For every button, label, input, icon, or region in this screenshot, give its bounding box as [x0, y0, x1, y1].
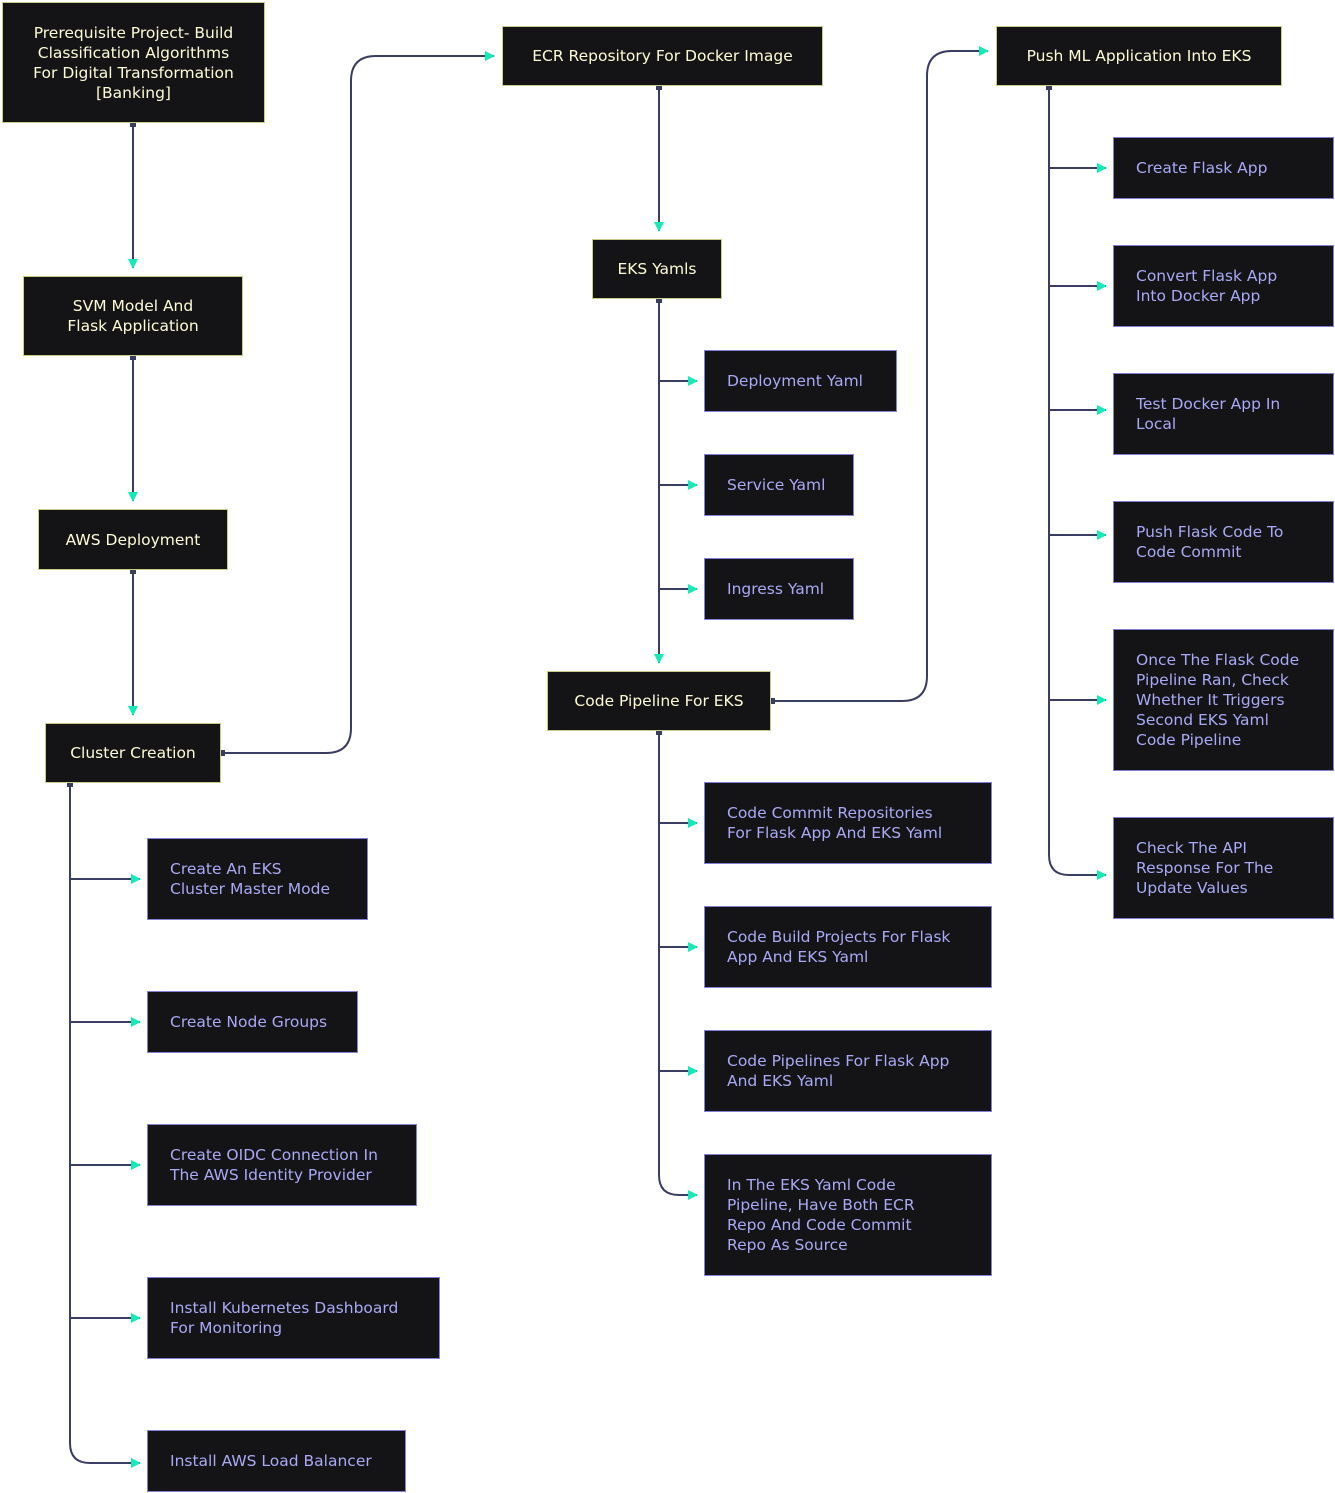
- node-create-flask-app[interactable]: Create Flask App: [1113, 137, 1334, 199]
- node-prerequisite-project[interactable]: Prerequisite Project- Build Classificati…: [2, 2, 265, 123]
- node-service-yaml[interactable]: Service Yaml: [704, 454, 854, 516]
- node-ingress-yaml[interactable]: Ingress Yaml: [704, 558, 854, 620]
- edge-pipeline-push-ml: [771, 46, 989, 702]
- node-create-node-groups[interactable]: Create Node Groups: [147, 991, 358, 1053]
- node-cluster-creation[interactable]: Cluster Creation: [45, 723, 221, 783]
- edge-cluster-ecr: [221, 51, 495, 754]
- node-aws-deployment[interactable]: AWS Deployment: [38, 509, 228, 570]
- node-code-pipelines[interactable]: Code Pipelines For Flask App And EKS Yam…: [704, 1030, 992, 1112]
- node-install-kubernetes-dashboard[interactable]: Install Kubernetes Dashboard For Monitor…: [147, 1277, 440, 1359]
- node-check-pipeline-trigger[interactable]: Once The Flask Code Pipeline Ran, Check …: [1113, 629, 1334, 771]
- node-create-eks-cluster-master[interactable]: Create An EKS Cluster Master Mode: [147, 838, 368, 920]
- edge-push-ml-trunk: [1048, 86, 1107, 880]
- node-create-oidc-connection[interactable]: Create OIDC Connection In The AWS Identi…: [147, 1124, 417, 1206]
- node-eks-yaml-pipeline-sources[interactable]: In The EKS Yaml Code Pipeline, Have Both…: [704, 1154, 992, 1276]
- node-ecr-repository[interactable]: ECR Repository For Docker Image: [502, 26, 823, 86]
- node-code-pipeline-for-eks[interactable]: Code Pipeline For EKS: [547, 671, 771, 731]
- node-svm-model-flask-app[interactable]: SVM Model And Flask Application: [23, 276, 243, 356]
- node-convert-flask-to-docker[interactable]: Convert Flask App Into Docker App: [1113, 245, 1334, 327]
- node-check-api-response[interactable]: Check The API Response For The Update Va…: [1113, 817, 1334, 919]
- node-push-flask-code[interactable]: Push Flask Code To Code Commit: [1113, 501, 1334, 583]
- edge-pipeline-trunk: [658, 731, 698, 1200]
- node-test-docker-app[interactable]: Test Docker App In Local: [1113, 373, 1334, 455]
- node-push-ml-application[interactable]: Push ML Application Into EKS: [996, 26, 1282, 86]
- node-code-build-projects[interactable]: Code Build Projects For Flask App And EK…: [704, 906, 992, 988]
- node-code-commit-repositories[interactable]: Code Commit Repositories For Flask App A…: [704, 782, 992, 864]
- edge-cluster-trunk: [69, 783, 141, 1468]
- node-install-aws-load-balancer[interactable]: Install AWS Load Balancer: [147, 1430, 406, 1492]
- node-deployment-yaml[interactable]: Deployment Yaml: [704, 350, 897, 412]
- node-eks-yamls[interactable]: EKS Yamls: [592, 239, 722, 299]
